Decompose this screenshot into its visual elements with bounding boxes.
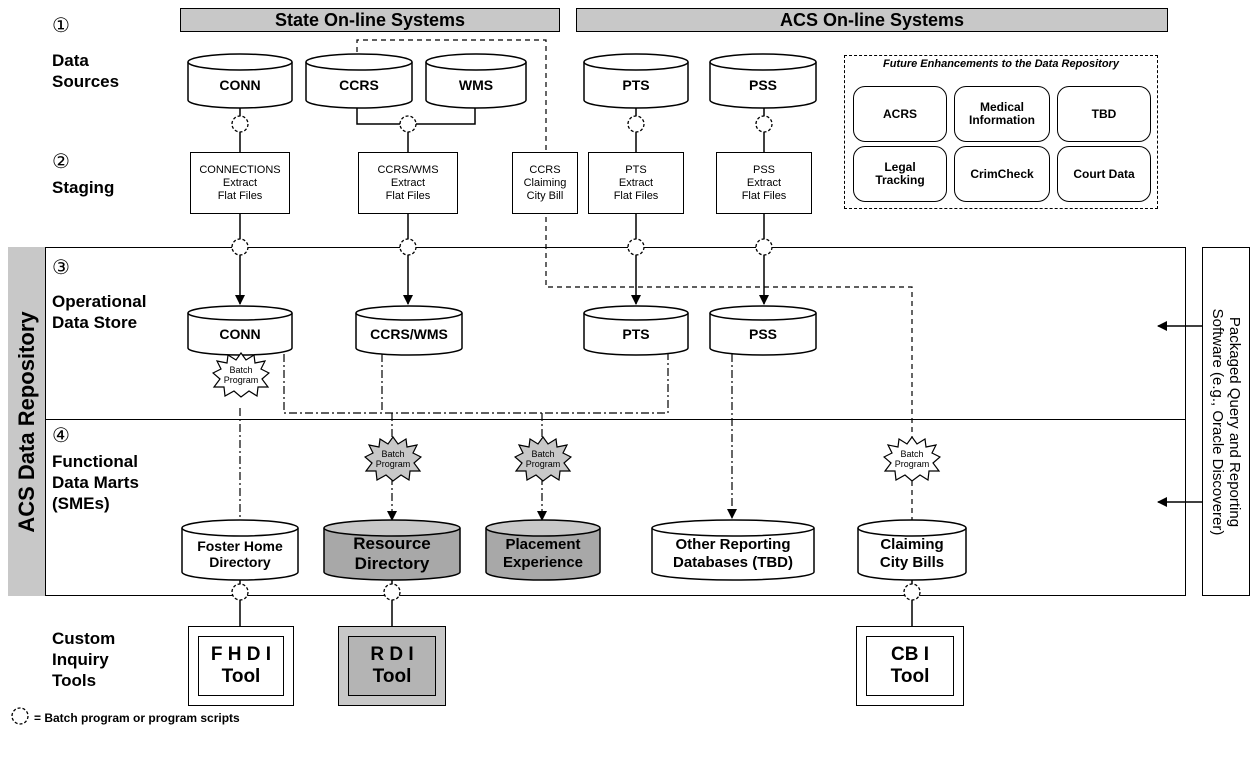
mart-label-claiming-city-bills: Claiming City Bills bbox=[879, 536, 945, 571]
source-cylinder-pts: PTS bbox=[582, 52, 690, 110]
tool-label-cbi: CB I Tool bbox=[866, 636, 954, 696]
batch-label-placement: Batch Program bbox=[525, 449, 561, 469]
connector-badge bbox=[627, 238, 645, 256]
source-label-pss: PSS bbox=[748, 77, 777, 93]
future-item-medical-information: Medical Information bbox=[954, 86, 1050, 142]
legend-text: = Batch program or program scripts bbox=[34, 711, 240, 725]
source-cylinder-pss: PSS bbox=[708, 52, 818, 110]
future-item-crimcheck: CrimCheck bbox=[954, 146, 1050, 202]
mart-cylinder-foster-home: Foster Home Directory bbox=[180, 518, 300, 582]
connector-badge bbox=[755, 115, 773, 133]
legend-badge bbox=[11, 707, 29, 725]
stage-3-number: ③ bbox=[52, 257, 70, 279]
batch-program-burst-claiming: Batch Program bbox=[883, 436, 941, 482]
mart-cylinder-claiming-city-bills: Claiming City Bills bbox=[856, 518, 968, 582]
future-enhancements-box bbox=[844, 55, 1158, 209]
ods-cylinder-pss: PSS bbox=[708, 304, 818, 356]
connector-badge bbox=[383, 583, 401, 601]
mart-label-placement-experience: Placement Experience bbox=[502, 536, 584, 571]
batch-label-conn: Batch Program bbox=[223, 365, 259, 385]
source-cylinder-wms: WMS bbox=[424, 52, 528, 110]
stage-4-number: ④ bbox=[52, 425, 70, 447]
staging-box-connections: CONNECTIONS Extract Flat Files bbox=[190, 152, 290, 214]
source-label-wms: WMS bbox=[458, 77, 494, 93]
source-cylinder-conn: CONN bbox=[186, 52, 294, 110]
tool-label-rdi: R D I Tool bbox=[348, 636, 436, 696]
ods-label-ccrs-wms: CCRS/WMS bbox=[370, 326, 448, 342]
source-label-ccrs: CCRS bbox=[339, 77, 379, 93]
mart-label-other-reporting: Other Reporting Databases (TBD) bbox=[672, 536, 794, 571]
repository-side-banner: ACS Data Repository bbox=[8, 247, 46, 596]
ods-cylinder-pts: PTS bbox=[582, 304, 690, 356]
mart-cylinder-resource-directory: Resource Directory bbox=[322, 518, 462, 582]
stage-1-number: ① bbox=[52, 15, 70, 37]
stage-2-number: ② bbox=[52, 151, 70, 173]
mart-cylinder-placement-experience: Placement Experience bbox=[484, 518, 602, 582]
batch-label-resource: Batch Program bbox=[375, 449, 411, 469]
packaged-software-box: Packaged Query and Reporting Software (e… bbox=[1202, 247, 1250, 596]
future-enhancements-title: Future Enhancements to the Data Reposito… bbox=[883, 58, 1119, 70]
staging-box-ccrs-wms: CCRS/WMS Extract Flat Files bbox=[358, 152, 458, 214]
source-cylinder-ccrs: CCRS bbox=[304, 52, 414, 110]
batch-program-burst-resource: Batch Program bbox=[364, 436, 422, 482]
source-label-pts: PTS bbox=[622, 77, 650, 93]
batch-program-burst-placement: Batch Program bbox=[514, 436, 572, 482]
ods-label-pss: PSS bbox=[748, 326, 777, 342]
acs-systems-header: ACS On-line Systems bbox=[576, 8, 1168, 32]
connector-badge bbox=[903, 583, 921, 601]
future-item-acrs: ACRS bbox=[853, 86, 947, 142]
connector-badge bbox=[231, 238, 249, 256]
staging-box-ccrs-claiming: CCRS Claiming City Bill bbox=[512, 152, 578, 214]
connector-badge bbox=[755, 238, 773, 256]
future-item-court-data: Court Data bbox=[1057, 146, 1151, 202]
staging-box-pts: PTS Extract Flat Files bbox=[588, 152, 684, 214]
future-item-legal-tracking: Legal Tracking bbox=[853, 146, 947, 202]
tool-label-fhdi: F H D I Tool bbox=[198, 636, 284, 696]
connector-badge bbox=[231, 115, 249, 133]
stage-inquiry-tools-label: Custom Inquiry Tools bbox=[52, 629, 116, 690]
stage-data-marts-label: Functional Data Marts (SMEs) bbox=[52, 452, 139, 513]
state-systems-header: State On-line Systems bbox=[180, 8, 560, 32]
connector-badge bbox=[399, 238, 417, 256]
mart-label-resource-directory: Resource Directory bbox=[353, 534, 431, 573]
ods-cylinder-conn: CONN bbox=[186, 304, 294, 356]
batch-program-burst-conn: Batch Program bbox=[212, 352, 270, 398]
stage-data-sources-label: Data Sources bbox=[52, 51, 120, 91]
tool-rdi: R D I Tool bbox=[338, 626, 446, 706]
mart-cylinder-other-reporting: Other Reporting Databases (TBD) bbox=[650, 518, 816, 582]
future-item-tbd: TBD bbox=[1057, 86, 1151, 142]
staging-box-pss: PSS Extract Flat Files bbox=[716, 152, 812, 214]
connector-badge bbox=[627, 115, 645, 133]
ods-cylinder-ccrs-wms: CCRS/WMS bbox=[354, 304, 464, 356]
ods-label-conn: CONN bbox=[219, 326, 261, 342]
mart-label-foster-home: Foster Home Directory bbox=[197, 538, 283, 570]
ods-marts-divider bbox=[46, 419, 1186, 420]
ods-label-pts: PTS bbox=[622, 326, 650, 342]
tool-cbi: CB I Tool bbox=[856, 626, 964, 706]
batch-label-claiming: Batch Program bbox=[894, 449, 930, 469]
source-label-conn: CONN bbox=[219, 77, 261, 93]
tool-fhdi: F H D I Tool bbox=[188, 626, 294, 706]
stage-ods-label: Operational Data Store bbox=[52, 292, 147, 332]
connector-badge bbox=[399, 115, 417, 133]
stage-staging-label: Staging bbox=[52, 178, 115, 197]
connector-badge bbox=[231, 583, 249, 601]
